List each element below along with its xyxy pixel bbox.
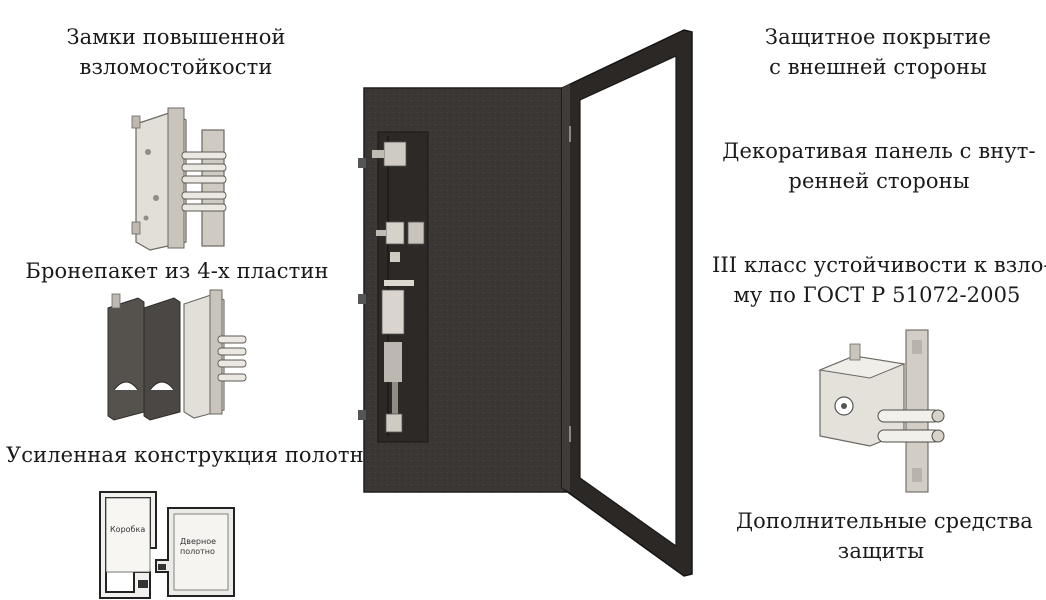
panel-label: Декоративая панель с внут- ренней сторон…	[718, 136, 1040, 196]
extra-protection-label: Дополнительные средства защиты	[736, 506, 1033, 566]
armor-title-text: Бронепакет из 4-х пластин	[25, 259, 329, 283]
locks-title: Замки повышенной взломостойкости	[56, 22, 296, 82]
extra-line2: защиты	[837, 539, 925, 563]
armor-title: Бронепакет из 4-х пластин	[18, 256, 336, 286]
extra-lock-svg	[818, 329, 945, 493]
locks-title-line1: Замки повышенной	[66, 25, 286, 49]
door-svg	[358, 29, 693, 577]
door-illustration	[356, 26, 702, 578]
reinforced-title-text: Усиленная конструкция полотна	[6, 443, 377, 467]
armor-plates-illustration	[104, 286, 250, 424]
armor-plates-svg	[107, 289, 247, 421]
coating-label: Защитное покрытие с внешней стороны	[730, 22, 1026, 82]
coating-line2: с внешней стороны	[769, 55, 987, 79]
extra-line1: Дополнительные средства	[736, 509, 1033, 533]
coating-line1: Защитное покрытие	[764, 25, 992, 49]
reinforced-title: Усиленная конструкция полотна	[6, 440, 377, 470]
extra-lock-illustration	[814, 326, 968, 496]
label-leaf-line2: полотно	[180, 547, 215, 556]
lock-mechanism-svg	[131, 107, 227, 251]
panel-line1: Декоративая панель с внут-	[722, 139, 1036, 163]
locks-title-line2: взломостойкости	[79, 55, 273, 79]
reinforced-cross-section: Коробка Дверное полотно	[94, 486, 246, 600]
cross-section-svg: Коробка Дверное полотно	[99, 491, 235, 599]
label-box: Коробка	[110, 525, 145, 534]
class-line1: III класс устойчивости к взло-	[712, 253, 1046, 277]
panel-line2: ренней стороны	[788, 169, 970, 193]
resistance-class-label: III класс устойчивости к взло- му по ГОС…	[712, 250, 1046, 310]
label-leaf-line1: Дверное	[180, 537, 216, 546]
class-line2: му по ГОСТ Р 51072-2005	[733, 283, 1021, 307]
lock-mechanism-illustration	[128, 102, 240, 252]
